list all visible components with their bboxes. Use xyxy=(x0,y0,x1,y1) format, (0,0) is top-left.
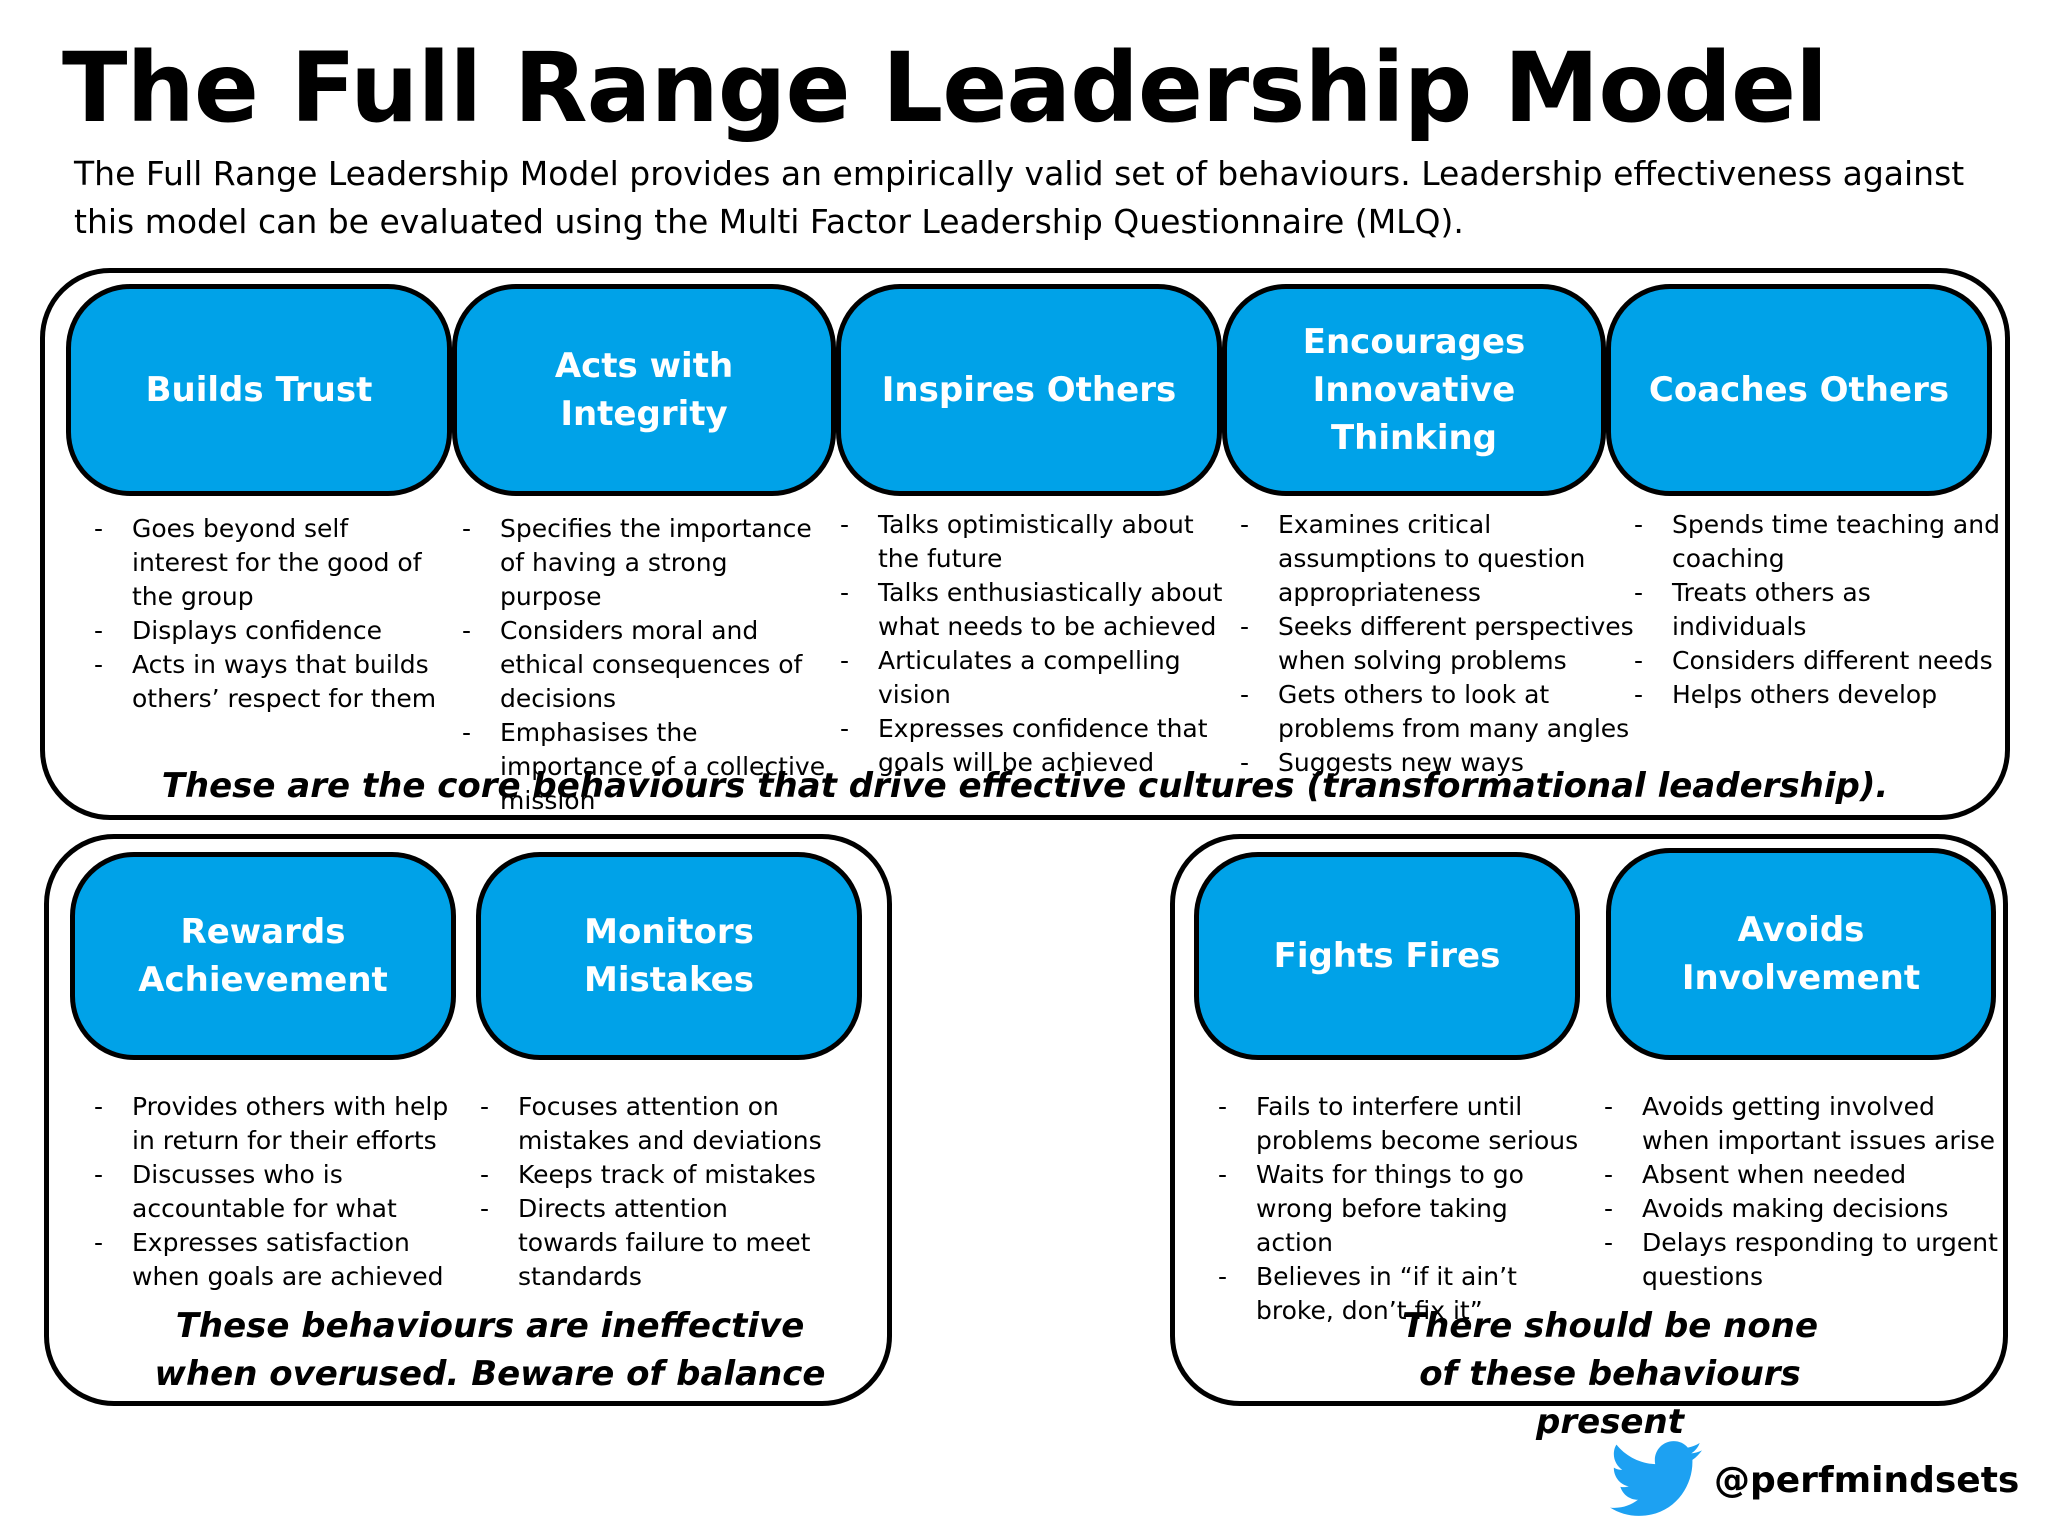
bullet-item: Specifies the importance of having a str… xyxy=(462,512,828,614)
bullet-item: Helps others develop xyxy=(1634,678,2004,712)
bullet-item: Articulates a compelling vision xyxy=(840,644,1236,712)
pill-label: Rewards Achievement xyxy=(138,912,388,1000)
bullet-item: Goes beyond self interest for the good o… xyxy=(94,512,444,614)
bullet-item: Discusses who is accountable for what xyxy=(94,1158,474,1226)
twitter-brand: @perfmindsets xyxy=(1610,1440,2019,1522)
bullet-item: Keeps track of mistakes xyxy=(480,1158,834,1192)
twitter-bird-icon xyxy=(1610,1441,1702,1516)
bullet-item: Fails to interfere until problems become… xyxy=(1218,1090,1590,1158)
bullet-item: Delays responding to urgent questions xyxy=(1604,1226,2004,1294)
bullet-item: Seeks different perspectives when solvin… xyxy=(1240,610,1640,678)
encourages-innovative-thinking-bullets: Examines critical assumptions to questio… xyxy=(1240,508,1640,780)
bullet-item: Emphasises the importance of a collectiv… xyxy=(462,716,828,818)
avoids-involvement-bullets: Avoids getting involved when important i… xyxy=(1604,1090,2004,1294)
pill-label: Encourages Innovative Thinking xyxy=(1302,322,1526,458)
pill-label: Fights Fires xyxy=(1273,936,1501,976)
acts-with-integrity-pill: Acts with Integrity xyxy=(452,284,836,496)
bullet-item: Absent when needed xyxy=(1604,1158,2004,1192)
bullet-item: Expresses confidence that goals will be … xyxy=(840,712,1236,780)
bullet-item: Avoids getting involved when important i… xyxy=(1604,1090,2004,1158)
builds-trust-pill: Builds Trust xyxy=(66,284,452,496)
fights-fires-bullets: Fails to interfere until problems become… xyxy=(1218,1090,1590,1328)
inspires-others-pill: Inspires Others xyxy=(836,284,1222,496)
bullet-item: Provides others with help in return for … xyxy=(94,1090,474,1158)
monitors-mistakes-pill: Monitors Mistakes xyxy=(476,852,862,1060)
pill-label: Builds Trust xyxy=(145,370,373,410)
coaches-others-pill: Coaches Others xyxy=(1606,284,1992,496)
pill-label: Inspires Others xyxy=(881,370,1177,410)
bullet-item: Acts in ways that builds others’ respect… xyxy=(94,648,444,716)
acts-with-integrity-bullets: Specifies the importance of having a str… xyxy=(462,512,828,818)
builds-trust-bullets: Goes beyond self interest for the good o… xyxy=(94,512,444,716)
pill-label: Avoids Involvement xyxy=(1681,910,1921,998)
avoids-involvement-pill: Avoids Involvement xyxy=(1606,848,1996,1060)
fights-fires-pill: Fights Fires xyxy=(1194,852,1580,1060)
pill-label: Acts with Integrity xyxy=(554,346,734,434)
encourages-innovative-thinking-pill: Encourages Innovative Thinking xyxy=(1222,284,1606,496)
transactional-note: These behaviours are ineffective when ov… xyxy=(154,1306,826,1394)
monitors-mistakes-bullets: Focuses attention on mistakes and deviat… xyxy=(480,1090,834,1294)
rewards-achievement-pill: Rewards Achievement xyxy=(70,852,456,1060)
bullet-item: Focuses attention on mistakes and deviat… xyxy=(480,1090,834,1158)
page-subtitle: The Full Range Leadership Model provides… xyxy=(74,154,1965,241)
transformational-note: These are the core behaviours that drive… xyxy=(161,766,1889,806)
bullet-item: Waits for things to go wrong before taki… xyxy=(1218,1158,1590,1260)
bullet-item: Spends time teaching and coaching xyxy=(1634,508,2004,576)
pill-label: Coaches Others xyxy=(1648,370,1950,410)
bullet-item: Suggests new ways xyxy=(1240,746,1640,780)
bullet-item: Talks optimistically about the future xyxy=(840,508,1236,576)
bullet-item: Talks enthusiastically about what needs … xyxy=(840,576,1236,644)
page-title: The Full Range Leadership Model xyxy=(62,32,1828,144)
coaches-others-bullets: Spends time teaching and coaching Treats… xyxy=(1634,508,2004,712)
bullet-item: Expresses satisfaction when goals are ac… xyxy=(94,1226,474,1294)
bullet-item: Examines critical assumptions to questio… xyxy=(1240,508,1640,610)
pill-label: Monitors Mistakes xyxy=(584,912,754,1000)
bullet-item: Considers moral and ethical consequences… xyxy=(462,614,828,716)
bullet-item: Avoids making decisions xyxy=(1604,1192,2004,1226)
passive-note: There should be none of these behaviours… xyxy=(1401,1306,1819,1442)
inspires-others-bullets: Talks optimistically about the future Ta… xyxy=(840,508,1236,780)
rewards-achievement-bullets: Provides others with help in return for … xyxy=(94,1090,474,1294)
bullet-item: Displays confidence xyxy=(94,614,444,648)
bullet-item: Directs attention towards failure to mee… xyxy=(480,1192,834,1294)
bullet-item: Treats others as individuals xyxy=(1634,576,2004,644)
bullet-item: Believes in “if it ain’t broke, don’t fi… xyxy=(1218,1260,1590,1328)
bullet-item: Gets others to look at problems from man… xyxy=(1240,678,1640,746)
twitter-handle: @perfmindsets xyxy=(1714,1460,2020,1501)
bullet-item: Considers different needs xyxy=(1634,644,2004,678)
